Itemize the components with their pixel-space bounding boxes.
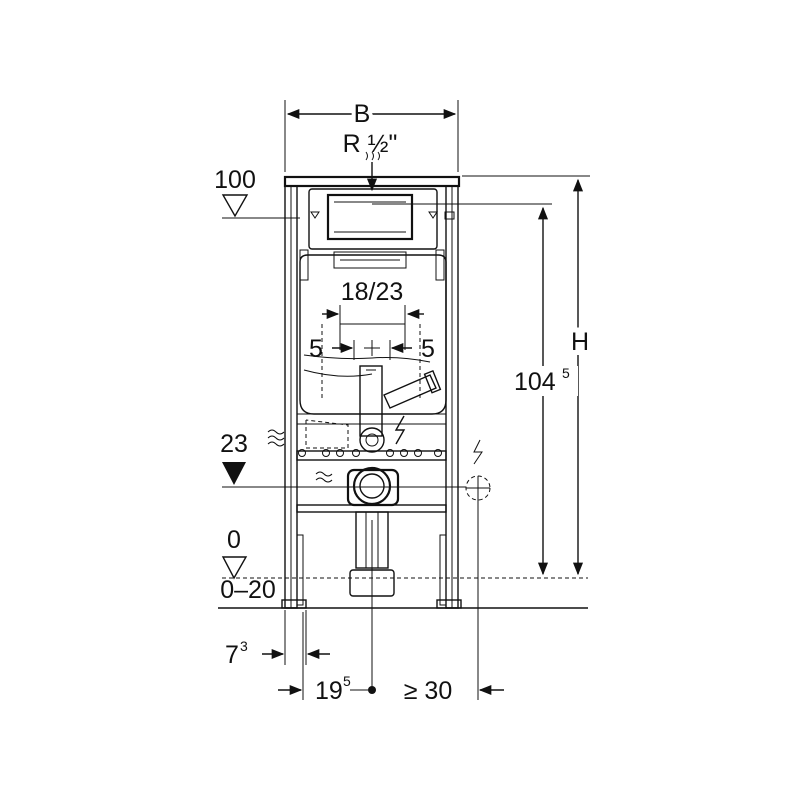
left-offset-label: 7 bbox=[225, 641, 239, 669]
clearance-dimension: ≥ 30 bbox=[404, 500, 504, 705]
flush-plate-dimension: 18/23 bbox=[322, 278, 424, 350]
drain-wave-icon bbox=[315, 471, 333, 483]
level-100-label: 100 bbox=[214, 166, 256, 194]
drain-offset-label: 19 bbox=[315, 677, 343, 705]
water-wave-icon bbox=[267, 429, 285, 447]
tank-height-dimension: 104 5 bbox=[372, 203, 578, 576]
clearance-label: ≥ 30 bbox=[404, 677, 452, 705]
left-offset-sup: 3 bbox=[240, 638, 248, 654]
flush-plate-label: 18/23 bbox=[341, 278, 404, 306]
level-100: 100 bbox=[214, 166, 300, 219]
electrical-connection-icon bbox=[394, 415, 491, 501]
width-label: B bbox=[354, 100, 371, 128]
right-gap-label: 5 bbox=[421, 335, 435, 363]
drain-offset-sup: 5 bbox=[343, 673, 351, 689]
width-dimension: B bbox=[284, 96, 459, 172]
level-0: 0 0–20 bbox=[218, 526, 588, 609]
mounting-bolts bbox=[298, 449, 442, 457]
height-label: H bbox=[571, 328, 589, 356]
cistern bbox=[299, 188, 455, 415]
flush-pipe bbox=[359, 365, 442, 453]
connection-label: R ½" bbox=[343, 130, 398, 158]
tank-height-label: 104 bbox=[514, 368, 556, 396]
left-offset-dimension: 7 3 bbox=[225, 610, 330, 669]
level-0-label: 0 bbox=[227, 526, 241, 554]
gap-dimensions: 5 5 bbox=[309, 335, 435, 363]
wall-outline bbox=[305, 419, 349, 449]
level-23-label: 23 bbox=[220, 430, 248, 458]
water-wave-icon bbox=[365, 151, 380, 161]
tank-height-sup: 5 bbox=[562, 365, 570, 381]
drain-offset-dimension: 19 5 bbox=[278, 520, 376, 705]
left-gap-label: 5 bbox=[309, 335, 323, 363]
water-connection: R ½" bbox=[343, 130, 398, 192]
level-23: 23 bbox=[220, 430, 466, 488]
floor-range-label: 0–20 bbox=[220, 576, 276, 604]
